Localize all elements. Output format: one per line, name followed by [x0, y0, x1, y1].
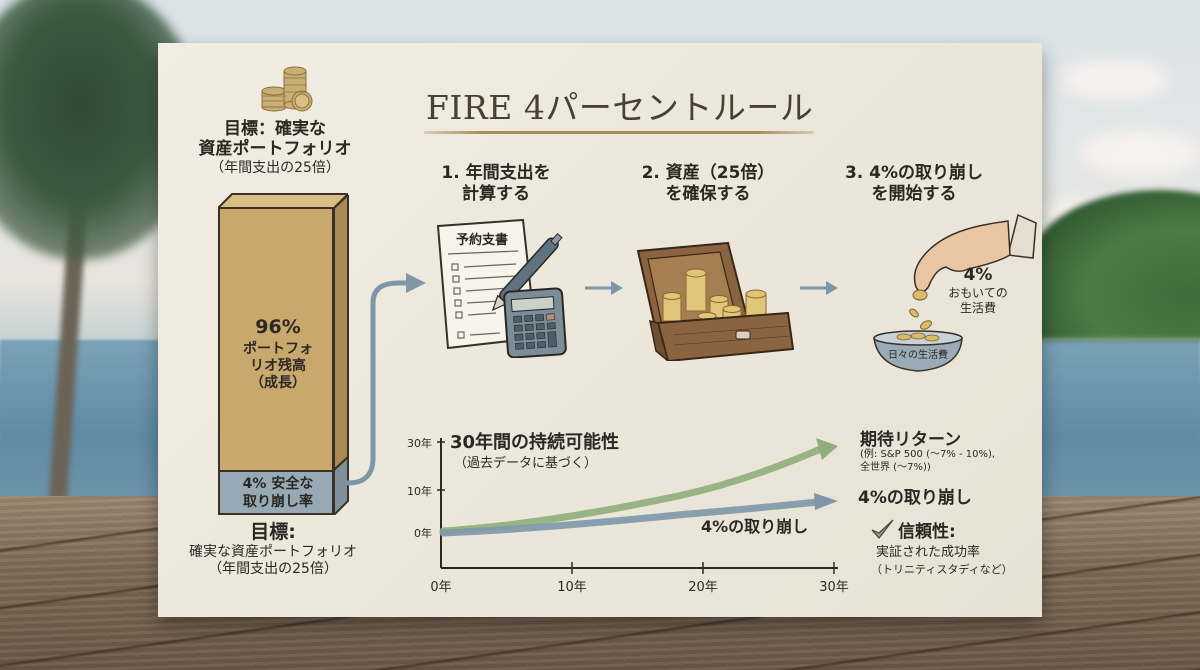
reliability-source: （トリニティスタディなど） [871, 563, 1013, 576]
infographic-card: FIRE 4パーセントルール 目標：確実な 資産ポートフォリオ （年間支出の25… [158, 43, 1042, 617]
y-tick-10: 10年 [407, 485, 432, 498]
bar-side-face [334, 195, 349, 515]
goal-heading-bottom: 目標: 確実な資産ポートフォリオ （年間支出の25倍） [189, 521, 357, 577]
y-tick-30: 30年 [407, 437, 432, 450]
svg-text:日々の生活費: 日々の生活費 [888, 348, 948, 361]
reliability-title: 信頼性: [898, 522, 956, 542]
safe-withdrawal-label: 4% 安全な 取り崩し率 [242, 476, 314, 510]
x-tick-0: 0年 [430, 580, 452, 595]
goal-heading-top: 目標：確実な 資産ポートフォリオ （年間支出の25倍） [198, 119, 352, 176]
x-tick-20: 20年 [688, 580, 718, 595]
step-3-title: 3. 4%の取り崩し を開始する [844, 163, 984, 205]
step-2-title: 2. 資産（25倍） を確保する [641, 163, 775, 205]
flow-arrow-connector [345, 273, 426, 486]
cloud [1080, 130, 1200, 175]
coin-stack-icon [261, 66, 313, 112]
legend-expected-return-detail: (例: S&P 500 (〜7% - 10%), 全世界 (〜7%)) [860, 449, 996, 473]
bar-front-face: 96% ポートフォ リオ残高 （成長） 4% 安全な 取り崩し率 [218, 207, 334, 515]
arrow-right-icon [800, 281, 838, 295]
page-title: FIRE 4パーセントルール [426, 88, 814, 127]
legend-expected-return: 期待リターン [860, 430, 962, 450]
arrow-right-icon [585, 281, 623, 295]
growth-percent: 96% [255, 316, 301, 338]
withdrawal-percent-annotation: 4% [963, 265, 993, 285]
svg-text:予約支書: 予約支書 [456, 232, 508, 248]
treasure-chest-icon [636, 241, 795, 361]
legend-withdrawal: 4%の取り崩し [858, 488, 972, 508]
chart-title: 30年間の持続可能性 [450, 432, 620, 453]
growth-segment [220, 209, 332, 472]
step-1-title: 1. 年間支出を 計算する [441, 163, 551, 205]
reliability-detail: 実証された成功率 [876, 545, 981, 560]
checkmark-icon [871, 519, 894, 539]
withdrawal-living-cost-annotation: おもいての 生活費 [948, 286, 1008, 315]
cloud [1060, 60, 1170, 100]
safe-withdrawal-segment [220, 472, 332, 513]
chart-subtitle: （過去データに基づく） [454, 456, 598, 471]
title-underline [424, 131, 814, 134]
growth-label: ポートフォ リオ残高 （成長） [243, 341, 313, 391]
sustainability-line-chart [437, 438, 838, 574]
portfolio-bar: 96% ポートフォ リオ残高 （成長） 4% 安全な 取り崩し率 [218, 193, 349, 515]
y-tick-0: 0年 [414, 527, 432, 540]
budget-sheet-icon: 予約支書 [436, 218, 567, 358]
hand-dropping-coins-icon: 日々の生活費 [873, 213, 1037, 372]
x-tick-10: 10年 [557, 580, 587, 595]
x-tick-30: 30年 [819, 580, 849, 595]
withdrawal-curve-label: 4%の取り崩し [701, 517, 809, 536]
